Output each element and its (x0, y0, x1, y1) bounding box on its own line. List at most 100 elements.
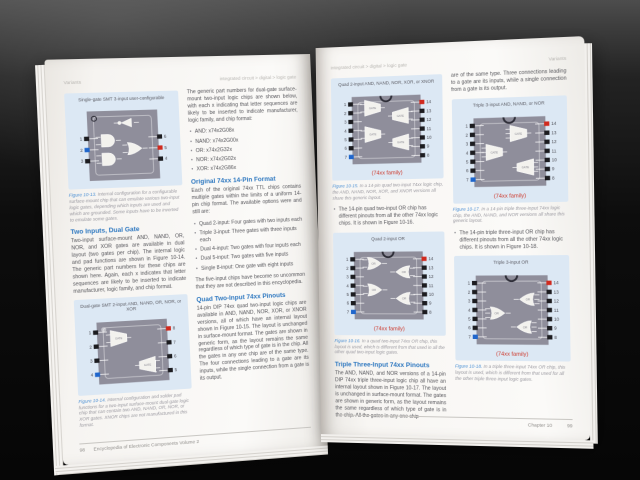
svg-text:OR: OR (402, 270, 406, 274)
svg-text:10: 10 (427, 135, 433, 140)
svg-text:5: 5 (164, 145, 167, 150)
list-item: AND: x74x2G08x (189, 126, 299, 136)
paragraph: 14-pin DIP 74xx quad two-input logic chi… (196, 299, 310, 382)
svg-text:8: 8 (429, 309, 432, 314)
svg-text:11: 11 (553, 308, 559, 313)
page-number: 99 (567, 423, 573, 429)
svg-text:12: 12 (427, 117, 433, 122)
svg-text:9: 9 (429, 300, 432, 305)
svg-text:1: 1 (346, 257, 349, 262)
svg-text:4: 4 (91, 373, 94, 378)
running-header-variants: Variants (63, 79, 82, 86)
svg-text:2: 2 (89, 345, 92, 350)
paragraph: The AND, NAND, and NOR versions of a 14-… (334, 370, 447, 420)
svg-text:12: 12 (429, 274, 435, 279)
paragraph: Each of the original 74xx TTL chips cont… (191, 183, 302, 216)
svg-text:13: 13 (551, 130, 557, 135)
option-list: Quad 2-input: Four gates with two inputs… (193, 216, 305, 272)
figure-10-16-title: Quad 2-input OR (371, 235, 405, 242)
figure-10-17-caption: Figure 10-17. In a 14-pin triple three-i… (452, 204, 565, 224)
svg-text:4: 4 (347, 283, 350, 288)
svg-text:7: 7 (173, 340, 176, 345)
svg-text:1: 1 (80, 137, 83, 142)
family-label: (74xx family) (371, 170, 403, 177)
svg-text:2: 2 (80, 148, 83, 153)
svg-text:4: 4 (165, 156, 168, 161)
family-label: (74xx family) (496, 351, 529, 359)
svg-text:1: 1 (344, 102, 347, 107)
svg-text:GATE: GATE (369, 106, 376, 110)
svg-text:8: 8 (552, 175, 555, 180)
svg-text:3: 3 (90, 359, 93, 364)
svg-text:13: 13 (429, 265, 435, 270)
figure-10-13-box: Single-gate SMT 3-input user-configurabl… (64, 90, 182, 190)
page-left: Variants integrated circuit > digital > … (44, 53, 328, 466)
svg-text:13: 13 (553, 290, 559, 295)
svg-text:6: 6 (174, 354, 177, 359)
svg-text:14: 14 (553, 281, 559, 286)
svg-text:5: 5 (465, 159, 468, 164)
svg-text:OR: OR (402, 296, 406, 300)
svg-text:3: 3 (467, 299, 470, 304)
page-right: integrated circuit > digital > logic gat… (315, 36, 591, 441)
svg-text:2: 2 (346, 265, 349, 270)
svg-text:3: 3 (465, 141, 468, 146)
figure-10-18-title: Triple 3-input OR (493, 259, 529, 266)
svg-text:OR: OR (525, 298, 529, 302)
svg-text:10: 10 (554, 317, 560, 322)
svg-text:10: 10 (551, 157, 557, 162)
svg-text:GATE: GATE (369, 132, 376, 136)
left-page-column-1: Single-gate SMT 3-input user-configurabl… (64, 90, 193, 435)
list-item: XOR: x74x2G86x (190, 163, 300, 174)
svg-text:OR: OR (494, 312, 498, 316)
figure-10-15-caption: Figure 10-15. In a 14-pin quad two-input… (332, 181, 444, 201)
svg-text:7: 7 (466, 177, 469, 182)
svg-text:OR: OR (372, 288, 376, 292)
chapter-label: Chapter 10 (527, 422, 553, 429)
svg-text:OR: OR (522, 326, 526, 330)
svg-text:3: 3 (81, 159, 84, 164)
svg-text:11: 11 (551, 148, 556, 153)
svg-text:6: 6 (466, 168, 469, 173)
svg-text:10: 10 (429, 292, 435, 297)
figure-10-17-title: Triple 3-input AND, NAND, or NOR (472, 99, 545, 108)
breadcrumb: integrated circuit > digital > logic gat… (330, 62, 408, 71)
svg-text:14: 14 (429, 256, 435, 261)
family-label: (74xx family) (373, 325, 405, 333)
svg-text:GATE: GATE (115, 337, 123, 341)
figure-10-18-caption: Figure 10-18. In a triple three-input 74… (455, 363, 566, 382)
svg-text:2: 2 (467, 290, 470, 295)
svg-text:GATE: GATE (144, 363, 152, 367)
svg-text:13: 13 (426, 108, 432, 113)
svg-text:1: 1 (465, 123, 468, 128)
running-header-right: integrated circuit > digital > logic gat… (331, 56, 567, 71)
right-page-column-2: are of the same type. Three connections … (451, 68, 572, 429)
paragraph: The five-input chips have become so unco… (195, 271, 306, 291)
running-header-left: Variants integrated circuit > digital > … (63, 74, 296, 85)
svg-text:12: 12 (553, 299, 559, 304)
svg-text:GATE: GATE (397, 140, 404, 144)
note-bullet: The 14-pin triple three-input OR chip ha… (453, 229, 569, 251)
svg-text:9: 9 (427, 144, 430, 149)
svg-text:GATE: GATE (490, 150, 498, 154)
svg-text:5: 5 (347, 292, 350, 297)
family-label: (74xx family) (493, 192, 527, 200)
svg-text:9: 9 (551, 166, 554, 171)
paragraph: Two-input surface-mount AND, NAND, OR, N… (70, 233, 187, 295)
svg-text:14: 14 (551, 120, 557, 125)
svg-text:11: 11 (429, 283, 434, 288)
svg-text:GATE: GATE (521, 165, 529, 169)
section-heading-triple-three-input: Triple Three-Input 74xx Pinouts (334, 361, 430, 370)
svg-text:7: 7 (347, 309, 350, 314)
svg-text:3: 3 (346, 274, 349, 279)
book-title: Encyclopedia of Electronic Components Vo… (93, 438, 200, 452)
svg-text:GATE: GATE (397, 114, 404, 118)
svg-text:8: 8 (427, 153, 430, 158)
